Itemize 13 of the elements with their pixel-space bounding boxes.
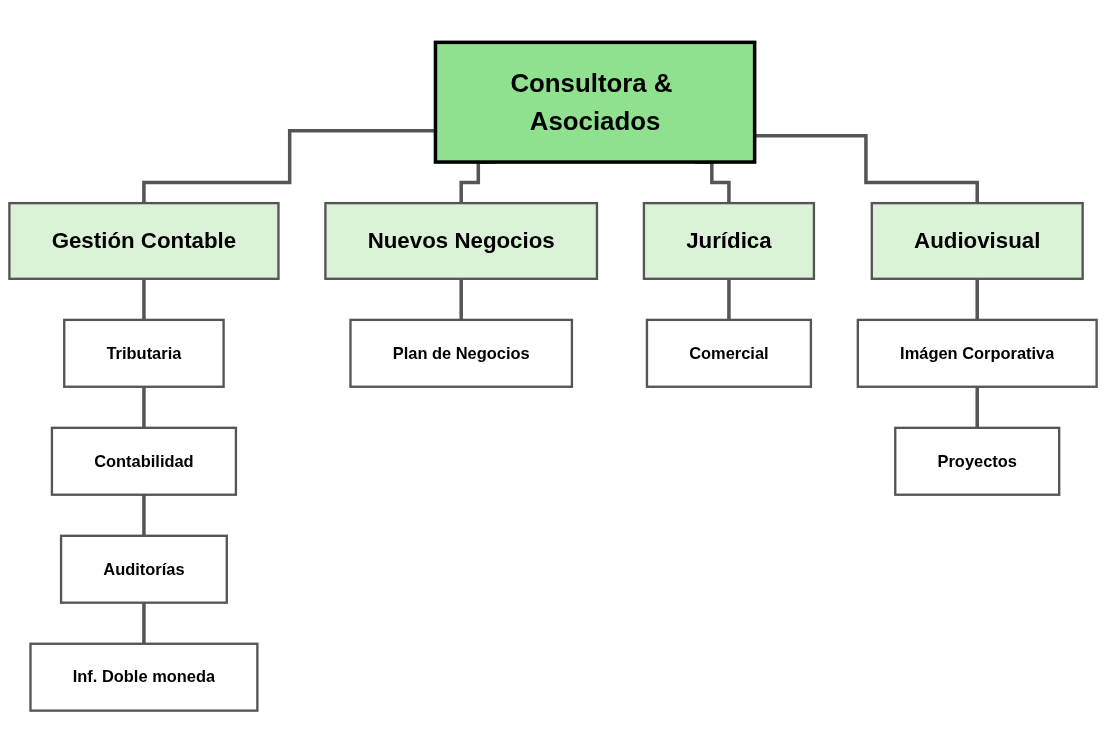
node-box: Nuevos Negocios: [324, 201, 599, 280]
node-box: Proyectos: [894, 426, 1061, 496]
node-box: Tributaria: [63, 318, 225, 388]
node-box: Comercial: [645, 318, 813, 388]
node-box: Auditorías: [59, 534, 228, 604]
node-box: Inf. Doble moneda: [29, 642, 259, 712]
node-box: Imágen Corporativa: [856, 318, 1098, 388]
node-box: Contabilidad: [50, 426, 238, 496]
node-box: Consultora & Asociados: [433, 40, 757, 164]
node-box: Jurídica: [642, 201, 816, 280]
node-box: Gestión Contable: [8, 201, 280, 280]
node-box: Audiovisual: [870, 201, 1084, 280]
node-box: Plan de Negocios: [349, 318, 574, 388]
